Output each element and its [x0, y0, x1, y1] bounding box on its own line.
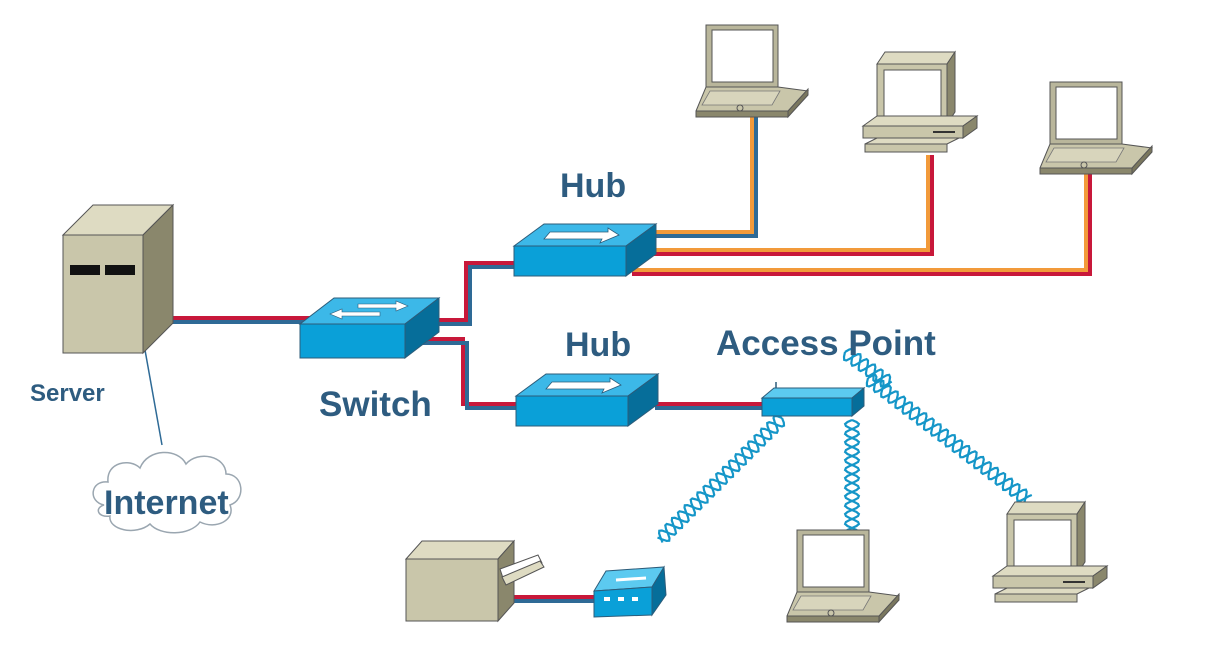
hub-bottom-label: Hub — [565, 326, 631, 364]
wireless-link-laptop — [843, 418, 861, 533]
server-label: Server — [30, 380, 105, 407]
laptop-icon[interactable] — [786, 529, 900, 623]
wireless-link-modem — [657, 414, 783, 543]
wireless-links — [657, 347, 1033, 543]
hub-bottom-icon[interactable] — [515, 373, 659, 427]
cloud-icon — [92, 451, 242, 534]
wireless-link-loop — [844, 347, 893, 388]
wireless-link-laptop — [843, 418, 861, 533]
hub-top-icon[interactable] — [513, 223, 657, 277]
access-point-icon[interactable] — [760, 382, 866, 418]
desktop-icon[interactable] — [992, 501, 1108, 603]
cables — [170, 116, 1092, 603]
hub-top-label: Hub — [560, 167, 626, 205]
access-point-label: Access Point — [716, 324, 936, 363]
laptop-icon[interactable] — [695, 24, 809, 118]
printer-icon[interactable] — [404, 539, 545, 623]
internet-link — [144, 349, 163, 446]
switch-label: Switch — [319, 385, 432, 424]
desktop-icon[interactable] — [862, 51, 978, 153]
wireless-link-modem — [657, 417, 786, 543]
switch-icon[interactable] — [298, 296, 441, 360]
wireless-link-desktop — [865, 377, 1028, 506]
server-icon[interactable] — [61, 203, 175, 355]
modem-icon[interactable] — [593, 565, 667, 618]
laptop-icon[interactable] — [1039, 81, 1153, 175]
internet-label: Internet — [104, 484, 229, 522]
wireless-link-desktop — [867, 373, 1033, 503]
